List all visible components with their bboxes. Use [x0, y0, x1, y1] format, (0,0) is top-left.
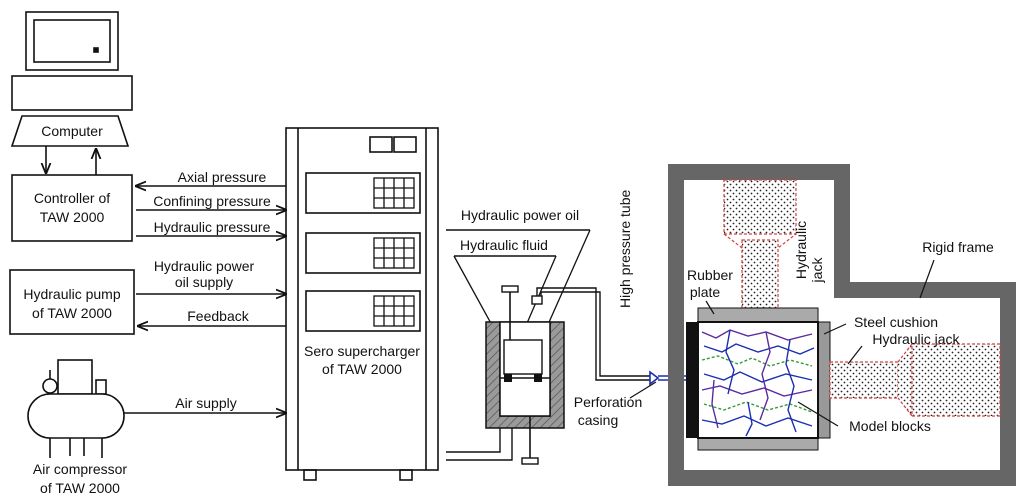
air-compressor-label-line2: of TAW 2000 — [40, 480, 120, 496]
rubber-plate-left — [686, 322, 698, 438]
air-compressor-icon — [27, 359, 125, 458]
rubber-plate-bottom — [697, 437, 819, 451]
horizontal-jack-cylinder — [911, 343, 1001, 417]
pump-label-line1: Hydraulic pump — [23, 286, 120, 302]
feedback-label: Feedback — [187, 308, 249, 324]
rubber-plate-top — [697, 307, 819, 323]
computer-keyboard — [10, 115, 130, 147]
computer-group — [10, 11, 133, 147]
horizontal-jack-label: Hydraulic jack — [872, 331, 960, 347]
high-pressure-tube-label: High pressure tube — [617, 189, 633, 308]
supercharger-cabinet — [285, 127, 439, 481]
panel-grid-3 — [373, 295, 415, 327]
vertical-jack-label-line2: jack — [809, 257, 825, 284]
vertical-jack-piston — [741, 239, 779, 309]
steel-cushion-label: Steel cushion — [854, 314, 938, 330]
vertical-jack-label-line1: Hydraulic — [793, 221, 809, 279]
model-blocks — [697, 321, 819, 439]
hydraulic-fluid-label: Hydraulic fluid — [460, 237, 548, 253]
supercharger-label-line2: of TAW 2000 — [322, 361, 402, 377]
axial-pressure-label: Axial pressure — [178, 169, 267, 185]
pump-box — [9, 269, 135, 335]
confining-pressure-label: Confining pressure — [153, 193, 271, 209]
air-compressor-label-line1: Air compressor — [33, 461, 127, 477]
controller-box — [11, 174, 133, 242]
supercharger-label-line1: Sero supercharger — [304, 343, 420, 359]
pressure-cylinder — [485, 285, 565, 465]
high-pressure-tube — [536, 287, 650, 381]
rigid-frame-label: Rigid frame — [922, 239, 994, 255]
perforation-casing-label-line2: casing — [578, 412, 618, 428]
panel-grid-2 — [373, 237, 415, 269]
hydraulic-pressure-label: Hydraulic pressure — [154, 219, 271, 235]
model-blocks-label: Model blocks — [849, 418, 931, 434]
computer-monitor — [25, 11, 119, 71]
pump-label-line2: of TAW 2000 — [32, 305, 112, 321]
panel-grid-1 — [373, 177, 415, 209]
rubber-plate-label-line1: Rubber — [687, 267, 733, 283]
oil-supply-pipe — [446, 428, 513, 461]
oil-supply-label-line2: oil supply — [175, 274, 233, 290]
controller-label-line2: TAW 2000 — [40, 209, 105, 225]
perforation-casing-label-line1: Perforation — [574, 394, 642, 410]
computer-base — [11, 75, 133, 111]
air-supply-label: Air supply — [175, 395, 236, 411]
oil-supply-label-line1: Hydraulic power — [154, 258, 255, 274]
rigid-frame — [668, 164, 1016, 486]
horizontal-jack-piston — [829, 361, 899, 399]
rubber-plate-label-line2: plate — [690, 284, 721, 300]
vertical-jack-cylinder — [723, 179, 797, 235]
hydraulic-power-oil-label: Hydraulic power oil — [461, 207, 579, 223]
computer-label: Computer — [41, 123, 103, 139]
controller-label-line1: Controller of — [34, 190, 110, 206]
